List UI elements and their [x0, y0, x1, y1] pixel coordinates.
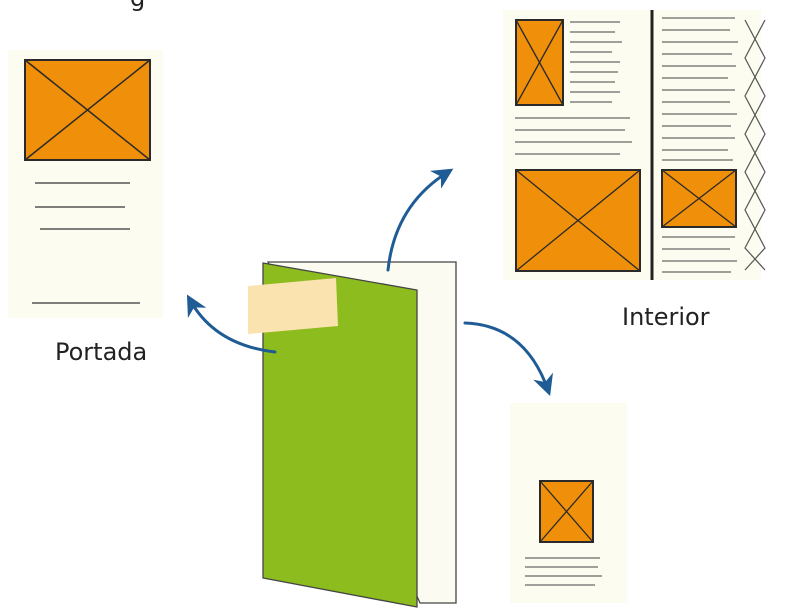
interior-image-right	[661, 169, 737, 228]
cover-page	[8, 50, 163, 318]
interior-image-large-bottom	[515, 169, 641, 272]
back-text-lines	[525, 557, 602, 586]
top-partial-label: g	[130, 0, 145, 12]
interior-label: Interior	[622, 303, 710, 331]
arrow-to-cover	[186, 294, 277, 354]
cover-image-placeholder	[24, 59, 151, 161]
folded-brochure	[248, 261, 457, 608]
interior-text-lines	[515, 17, 738, 273]
cover-text-lines	[32, 182, 140, 304]
back-image-placeholder	[539, 480, 594, 543]
arrow-to-interior	[386, 168, 454, 272]
cover-label: Portada	[55, 338, 148, 366]
brochure-cover-tab	[248, 278, 338, 334]
brochure-front-cover	[262, 262, 418, 608]
arrow-to-back	[463, 321, 553, 396]
back-page	[510, 403, 627, 603]
interior-zigzag-decoration	[744, 19, 766, 271]
interior-spread	[503, 10, 766, 280]
arrows	[186, 168, 553, 396]
interior-image-small-top	[515, 19, 564, 106]
